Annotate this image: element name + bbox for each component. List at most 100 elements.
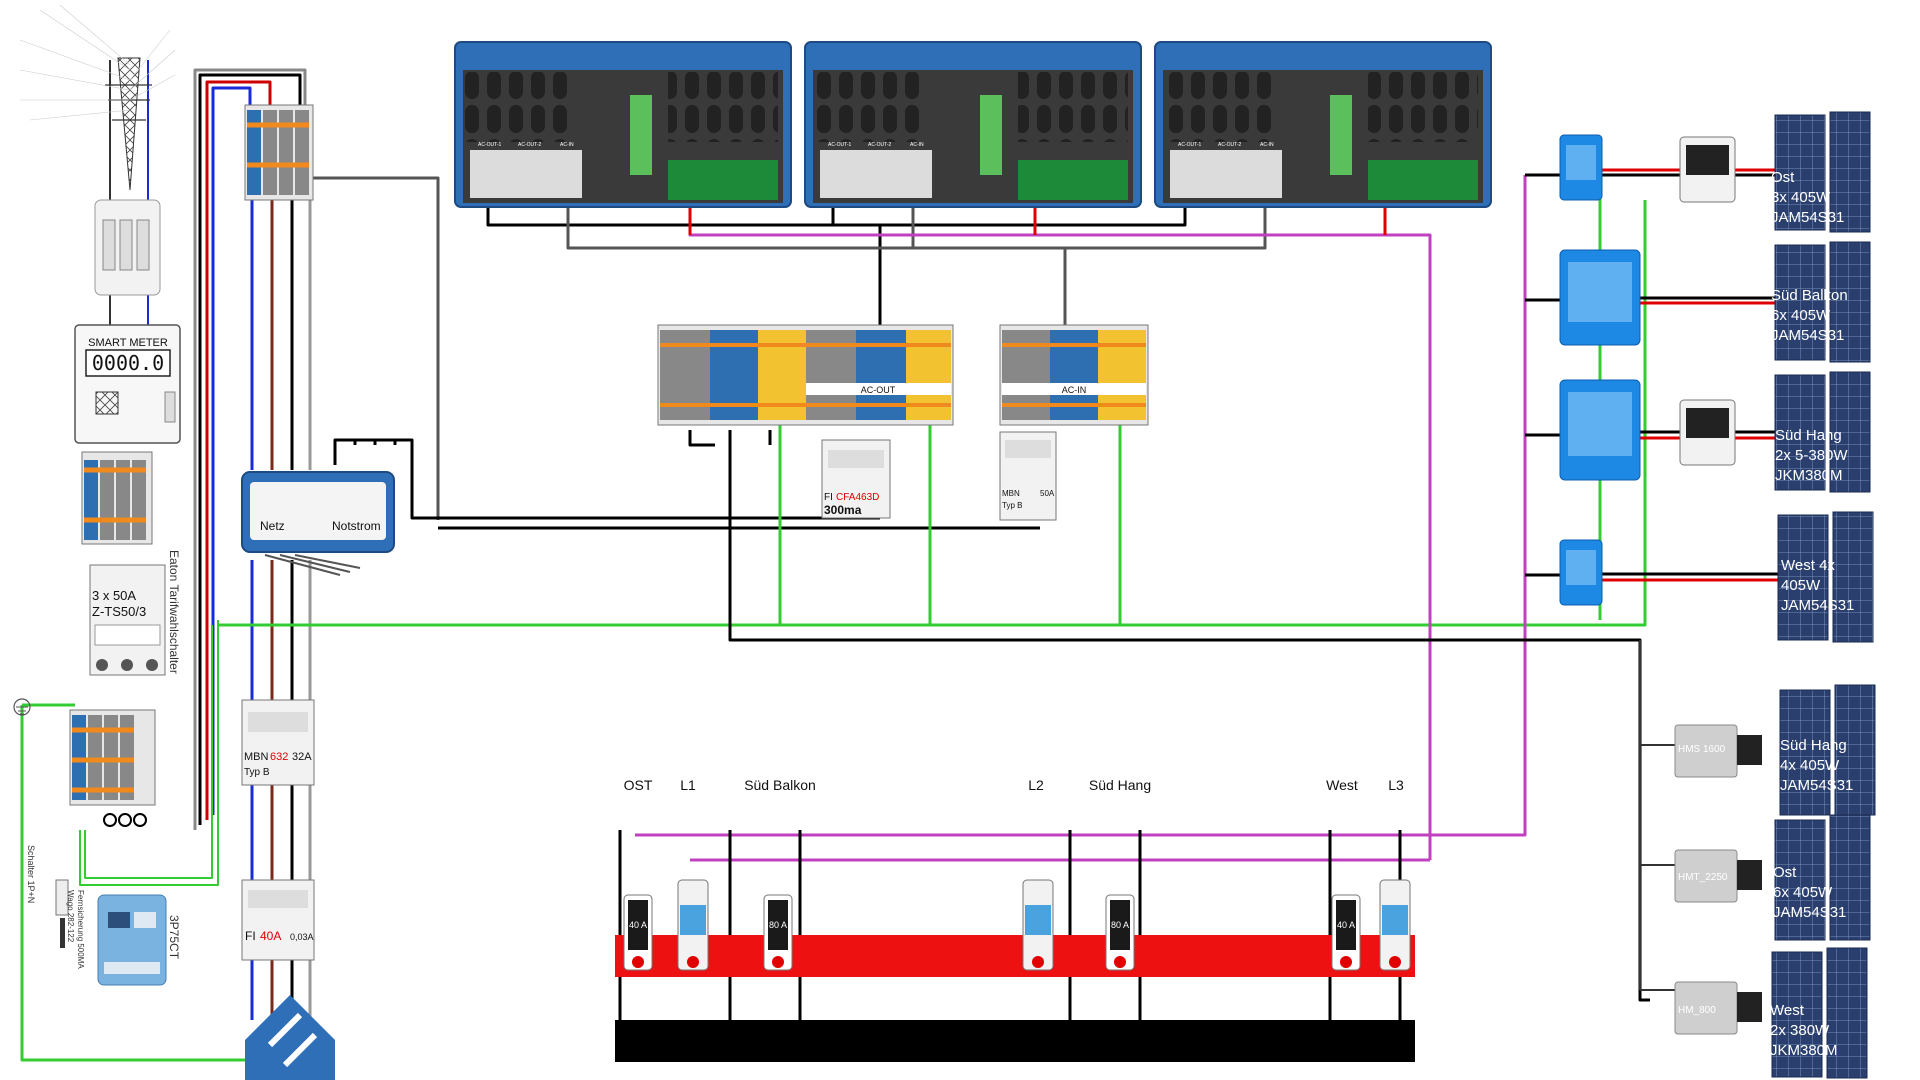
wire-mppt-black (1600, 173, 1790, 576)
terminal-ac-in-label: AC-IN (1062, 385, 1087, 395)
pv-upper-1-line1: Ost (1771, 169, 1795, 186)
pv-upper-4-line3: JAM54S31 (1781, 597, 1854, 614)
mbn-center-model: MBN (1002, 489, 1020, 498)
mppt-2[interactable] (1559, 249, 1641, 346)
dc-disconnect-2[interactable] (1679, 399, 1736, 466)
fuse-ost-rating: 40 A (629, 920, 647, 930)
pv-panel-lower-2: Ost 6x 405W JAM54S31 (1773, 814, 1871, 941)
busbar-label-west: West (1326, 777, 1358, 793)
pv-lower-1-line2: 4x 405W (1780, 757, 1840, 774)
busbar-label-l1: L1 (680, 777, 696, 793)
micro-inverter-2[interactable]: HMT_2250 (1674, 849, 1762, 903)
busbar-label-ost: OST (624, 777, 653, 793)
mbn-model: MBN (244, 751, 269, 763)
pv-lower-1-line1: Süd Hang (1780, 737, 1847, 754)
pv-lower-1-line3: JAM54S31 (1780, 777, 1853, 794)
fi-center-label: FI (824, 492, 833, 503)
wago-label: Wago 282-122 (66, 890, 75, 943)
pv-lower-2-line1: Ost (1773, 864, 1797, 881)
mbn-breaker[interactable]: MBN 632 32A Typ B (241, 699, 315, 786)
pv-panel-lower-1: Süd Hang 4x 405W JAM54S31 (1779, 684, 1876, 816)
smart-meter-reading: 0000.0 (92, 351, 164, 375)
mppt-1[interactable] (1559, 134, 1603, 201)
wire-green-earth (20, 703, 250, 1062)
wire-blue-left (211, 86, 252, 815)
inverter-2[interactable]: AC-OUT-1 AC-OUT-2 AC-IN (804, 41, 1142, 208)
main-breaker[interactable]: 3 x 50A Z-TS50/3 (89, 564, 166, 676)
wire-black-switch-top (333, 440, 397, 445)
energy-meter-model: 3P75CT (167, 915, 181, 960)
fuse-west: 40 A (1331, 894, 1361, 971)
wire-black-right (1525, 173, 1560, 577)
busbar-system (615, 935, 1415, 1062)
main-breaker-rating: 3 x 50A (92, 588, 136, 603)
smart-meter-title: SMART METER (88, 337, 168, 349)
pv-upper-2-line2: 6x 405W (1771, 307, 1831, 324)
inverter-3[interactable]: AC-OUT-1 AC-OUT-2 AC-IN (1154, 41, 1492, 208)
pv-upper-4-line2: 405W (1781, 577, 1821, 594)
pv-upper-3-line2: 2x 5-380W (1775, 447, 1848, 464)
terminal-block-ac-in: AC-IN (999, 324, 1149, 426)
pv-panel-upper-1: Ost 3x 405W JAM54S31 (1771, 111, 1871, 233)
pv-upper-3-line1: Süd Hang (1775, 427, 1842, 444)
wire-grey-left (193, 68, 307, 830)
wire-grey-top (310, 176, 440, 520)
pv-upper-3-line3: JKM380M (1775, 467, 1843, 484)
pv-upper-2-line3: JAM54S31 (1771, 327, 1844, 344)
inverter-1[interactable]: AC-OUT-1 AC-OUT-2 AC-IN (454, 41, 792, 208)
fuse-holder (94, 199, 161, 296)
pv-lower-3-line3: JKM380M (1770, 1042, 1838, 1059)
inverter-3-port-out2: AC-OUT-2 (1218, 142, 1242, 148)
wire-black-left (198, 73, 302, 825)
pv-panel-upper-3: Süd Hang 2x 5-380W JKM380M (1774, 371, 1871, 493)
switch-notstrom-label: Notstrom (332, 519, 381, 533)
wire-bundle-lower (79, 620, 219, 886)
fuse-l2 (1022, 879, 1054, 971)
small-switch[interactable] (55, 879, 69, 948)
fuse-sued-balkon-rating: 80 A (769, 920, 787, 930)
wire-micro-black (1639, 640, 1675, 991)
mbn-center-rating: 50A (1040, 489, 1055, 498)
energy-meter-3p[interactable] (97, 894, 167, 986)
inverter-2-port-out1: AC-OUT-1 (828, 142, 852, 148)
wire-magenta-dc (688, 190, 1432, 860)
mbn-breaker-center[interactable]: MBN 50A Typ B (999, 431, 1057, 521)
smart-meter[interactable]: SMART METER 0000.0 (74, 324, 181, 444)
busbar-labels: OST L1 Süd Balkon L2 Süd Hang West L3 (624, 777, 1404, 793)
fuse-west-rating: 40 A (1337, 920, 1355, 930)
pv-upper-1-line2: 3x 405W (1771, 189, 1831, 206)
wire-red-left (205, 80, 272, 820)
micro-inverter-3-label: HM_800 (1678, 1005, 1716, 1016)
pv-panel-lower-3: West 2x 380W JKM380M (1770, 947, 1868, 1079)
terminal-block-lower-left (69, 709, 156, 827)
busbar-label-l2: L2 (1028, 777, 1044, 793)
micro-inverter-1[interactable]: HMS 1600 (1674, 724, 1762, 778)
fi-left-label: FI (245, 929, 256, 943)
inverter-1-port-out1: AC-OUT-1 (478, 142, 502, 148)
inverter-2-port-out2: AC-OUT-2 (868, 142, 892, 148)
fi-breaker-left[interactable]: FI 40A 0,03A (241, 879, 315, 961)
grid-pylon (19, 4, 176, 191)
mppt-4[interactable] (1559, 539, 1603, 606)
pv-upper-2-line1: Süd Balkon (1771, 287, 1848, 304)
micro-inverter-3[interactable]: HM_800 (1674, 981, 1762, 1035)
busbar-label-sued-hang: Süd Hang (1089, 777, 1151, 793)
fuse-l1 (677, 879, 709, 971)
mppt-3[interactable] (1559, 379, 1641, 481)
wire-mppt-red (1600, 168, 1790, 582)
pv-upper-4-line1: West 4x (1781, 557, 1835, 574)
wire-magenta-bus (635, 175, 1527, 837)
wire-green-term (778, 410, 1122, 625)
transfer-switch[interactable]: Netz Notstrom (241, 471, 395, 576)
fi-breaker-center[interactable]: FI CFA463D 300ma (821, 439, 891, 519)
inverter-3-port-in: AC-IN (1260, 142, 1274, 148)
pv-panel-upper-4: West 4x 405W JAM54S31 (1777, 511, 1874, 643)
fuse-sued-hang-rating: 80 A (1111, 920, 1129, 930)
terminal-ac-out-label: AC-OUT (861, 385, 896, 395)
dc-disconnect-1[interactable] (1679, 136, 1736, 203)
fuse-ost: 40 A (623, 894, 653, 971)
mbn-type: Typ B (244, 767, 270, 778)
inverter-3-port-out1: AC-OUT-1 (1178, 142, 1202, 148)
wire-black-switch (333, 438, 1040, 530)
